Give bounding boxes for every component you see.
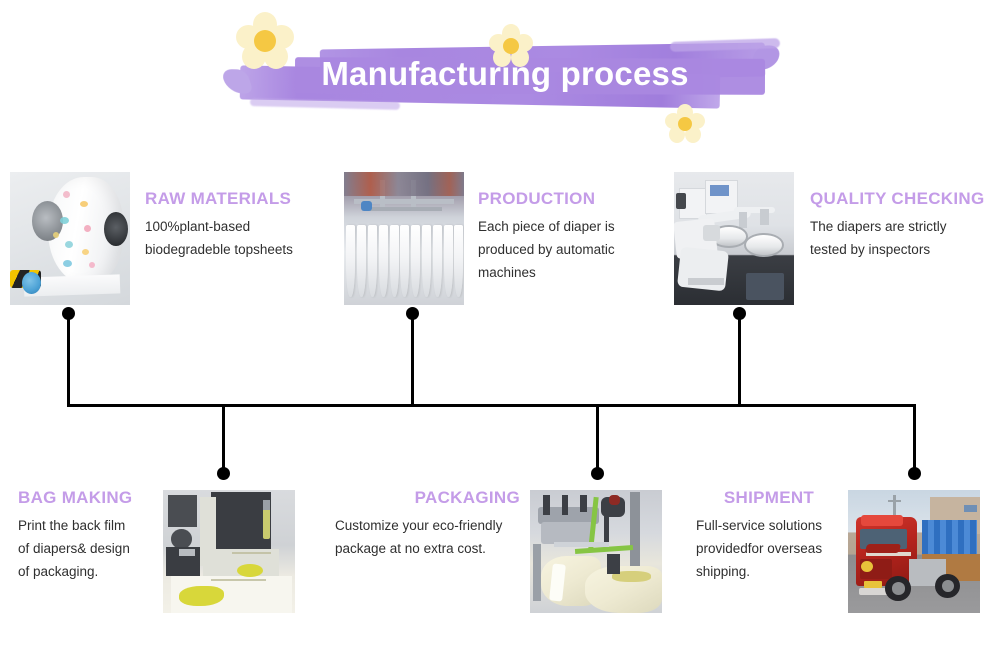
step-heading-quality-checking: QUALITY CHECKING [810,189,985,208]
step-card-raw-materials: RAW MATERIALS 100%plant-based biodegrade… [0,168,330,313]
connector-dot-packaging [591,467,604,480]
step-image-bag-making [163,490,295,613]
step-card-quality-checking: QUALITY CHECKING The diapers are strictl… [660,168,1000,313]
flower-icon-medium [489,24,533,68]
step-body-shipment: Full-service solutions providedfor overs… [696,514,846,583]
step-body-line: machines [478,265,536,280]
connector-stem-bag-making [222,404,225,474]
connector-stem-raw-materials [67,313,70,407]
connector-dot-shipment [908,467,921,480]
connector-dot-quality-checking [733,307,746,320]
step-heading-packaging: PACKAGING [414,488,520,507]
step-body-line: tested by inspectors [810,242,931,257]
step-body-line: Customize your eco-friendly [335,518,503,533]
step-body-line: 100%plant-based [145,219,251,234]
connector-stem-production [411,313,414,407]
connector-stem-quality-checking [738,313,741,407]
step-text-raw-materials: RAW MATERIALS 100%plant-based biodegrade… [145,188,330,261]
step-image-packaging [530,490,662,613]
step-heading-shipment: SHIPMENT [723,488,815,507]
connector-stem-packaging [596,404,599,474]
step-image-quality-checking [674,172,794,305]
step-body-line: Each piece of diaper is [478,219,615,234]
step-body-raw-materials: 100%plant-based biodegradeble topsheets [145,215,330,261]
connector-stem-shipment [913,404,916,474]
step-text-shipment: SHIPMENT Full-service solutions provided… [696,487,846,583]
step-heading-raw-materials: RAW MATERIALS [145,189,292,208]
step-body-line: providedfor overseas [696,541,823,556]
step-body-line: Print the back film [18,518,126,533]
step-body-line: package at no extra cost. [335,541,486,556]
step-body-bag-making: Print the back film of diapers& design o… [18,514,163,583]
step-card-packaging: PACKAGING Customize your eco-friendly pa… [330,485,670,625]
step-body-line: produced by automatic [478,242,615,257]
step-body-line: shipping. [696,564,751,579]
step-heading-production: PRODUCTION [478,189,596,208]
step-card-production: PRODUCTION Each piece of diaper is produ… [330,168,660,313]
connector-dot-production [406,307,419,320]
step-heading-bag-making: BAG MAKING [18,488,133,507]
step-body-line: of diapers& design [18,541,130,556]
connector-dot-raw-materials [62,307,75,320]
step-body-line: The diapers are strictly [810,219,947,234]
step-body-production: Each piece of diaper is produced by auto… [478,215,658,284]
step-card-bag-making: BAG MAKING Print the back film of diaper… [0,485,300,625]
step-body-quality-checking: The diapers are strictly tested by inspe… [810,215,1000,261]
step-body-line: of packaging. [18,564,99,579]
flower-icon-large [236,12,294,70]
connector-dot-bag-making [217,467,230,480]
step-image-production [344,172,464,305]
step-text-bag-making: BAG MAKING Print the back film of diaper… [18,487,163,583]
step-text-production: PRODUCTION Each piece of diaper is produ… [478,188,658,284]
connector-bus-line [67,404,916,407]
step-text-packaging: PACKAGING Customize your eco-friendly pa… [335,487,530,560]
step-body-line: biodegradeble topsheets [145,242,293,257]
step-text-quality-checking: QUALITY CHECKING The diapers are strictl… [810,188,1000,261]
step-card-shipment: SHIPMENT Full-service solutions provided… [680,485,1000,625]
step-image-shipment [848,490,980,613]
flower-icon-small [665,104,705,144]
step-image-raw-materials [10,172,130,305]
step-body-line: Full-service solutions [696,518,823,533]
step-body-packaging: Customize your eco-friendly package at n… [335,514,530,560]
